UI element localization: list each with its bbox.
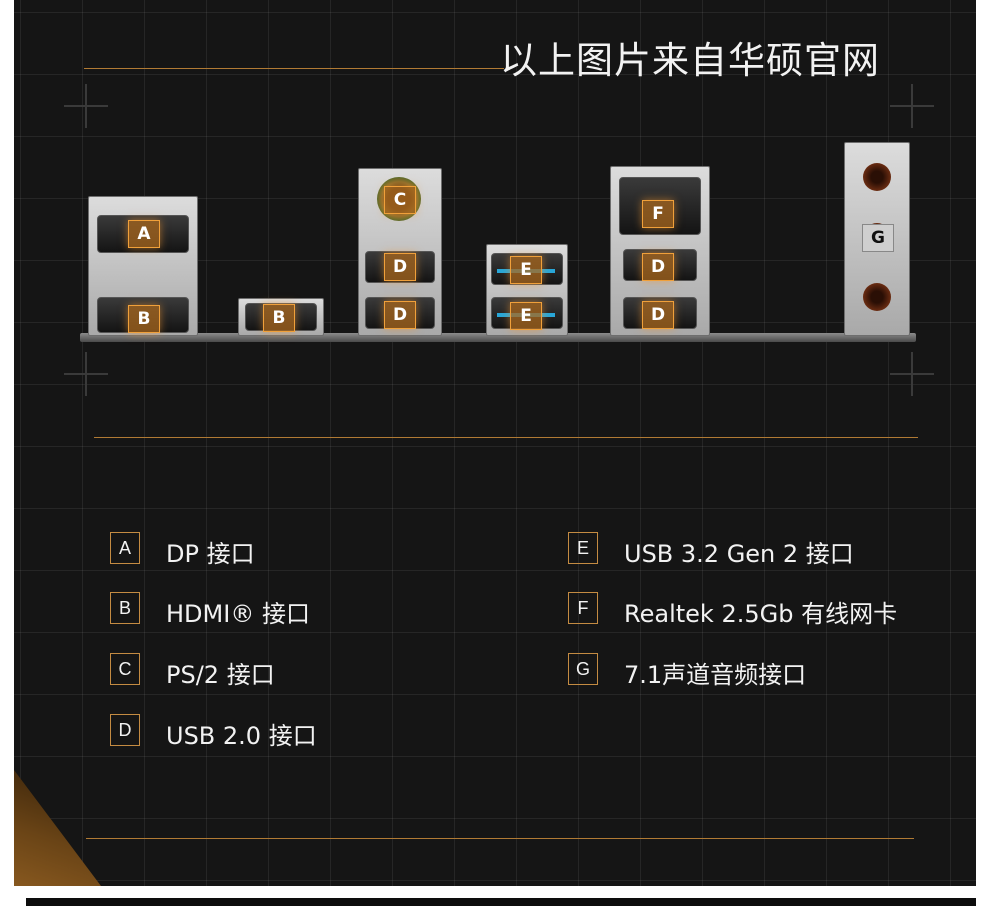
legend-text: Realtek 2.5Gb 有线网卡	[624, 600, 898, 628]
port-badge-g: G	[862, 224, 894, 252]
port-badge-b: B	[263, 304, 295, 332]
legend-text: HDMI® 接口	[166, 600, 310, 628]
crosshair-mark	[890, 352, 934, 396]
audio-jack	[863, 163, 891, 191]
audio-jack	[863, 283, 891, 311]
io-shield-base	[80, 333, 916, 342]
legend-letter: A	[110, 532, 140, 564]
bottom-bar	[26, 898, 976, 906]
legend-letter: G	[568, 653, 598, 685]
audio-port-block	[844, 142, 910, 336]
legend-letter: E	[568, 532, 598, 564]
legend-letter: C	[110, 653, 140, 685]
port-badge-d: D	[642, 253, 674, 281]
section-divider	[86, 838, 914, 839]
port-badge-b: B	[128, 305, 160, 333]
legend-letter: D	[110, 714, 140, 746]
port-badge-c: C	[384, 186, 416, 214]
port-badge-d: D	[384, 253, 416, 281]
top-divider	[84, 68, 504, 69]
legend-text: 7.1声道音频接口	[624, 661, 807, 689]
port-badge-d: D	[642, 301, 674, 329]
crosshair-mark	[890, 84, 934, 128]
legend-letter: B	[110, 592, 140, 624]
legend-letter: F	[568, 592, 598, 624]
port-badge-a: A	[128, 220, 160, 248]
port-badge-e: E	[510, 302, 542, 330]
port-badge-e: E	[510, 256, 542, 284]
port-badge-f: F	[642, 200, 674, 228]
image-credit: 以上图片来自华硕官网	[500, 39, 880, 82]
corner-accent	[14, 762, 104, 886]
legend-text: USB 2.0 接口	[166, 722, 317, 750]
section-divider	[94, 437, 918, 438]
legend-text: PS/2 接口	[166, 661, 275, 689]
legend-text: USB 3.2 Gen 2 接口	[624, 540, 854, 568]
crosshair-mark	[64, 84, 108, 128]
port-badge-d: D	[384, 301, 416, 329]
io-panel	[14, 0, 976, 886]
legend-text: DP 接口	[166, 540, 255, 568]
crosshair-mark	[64, 352, 108, 396]
